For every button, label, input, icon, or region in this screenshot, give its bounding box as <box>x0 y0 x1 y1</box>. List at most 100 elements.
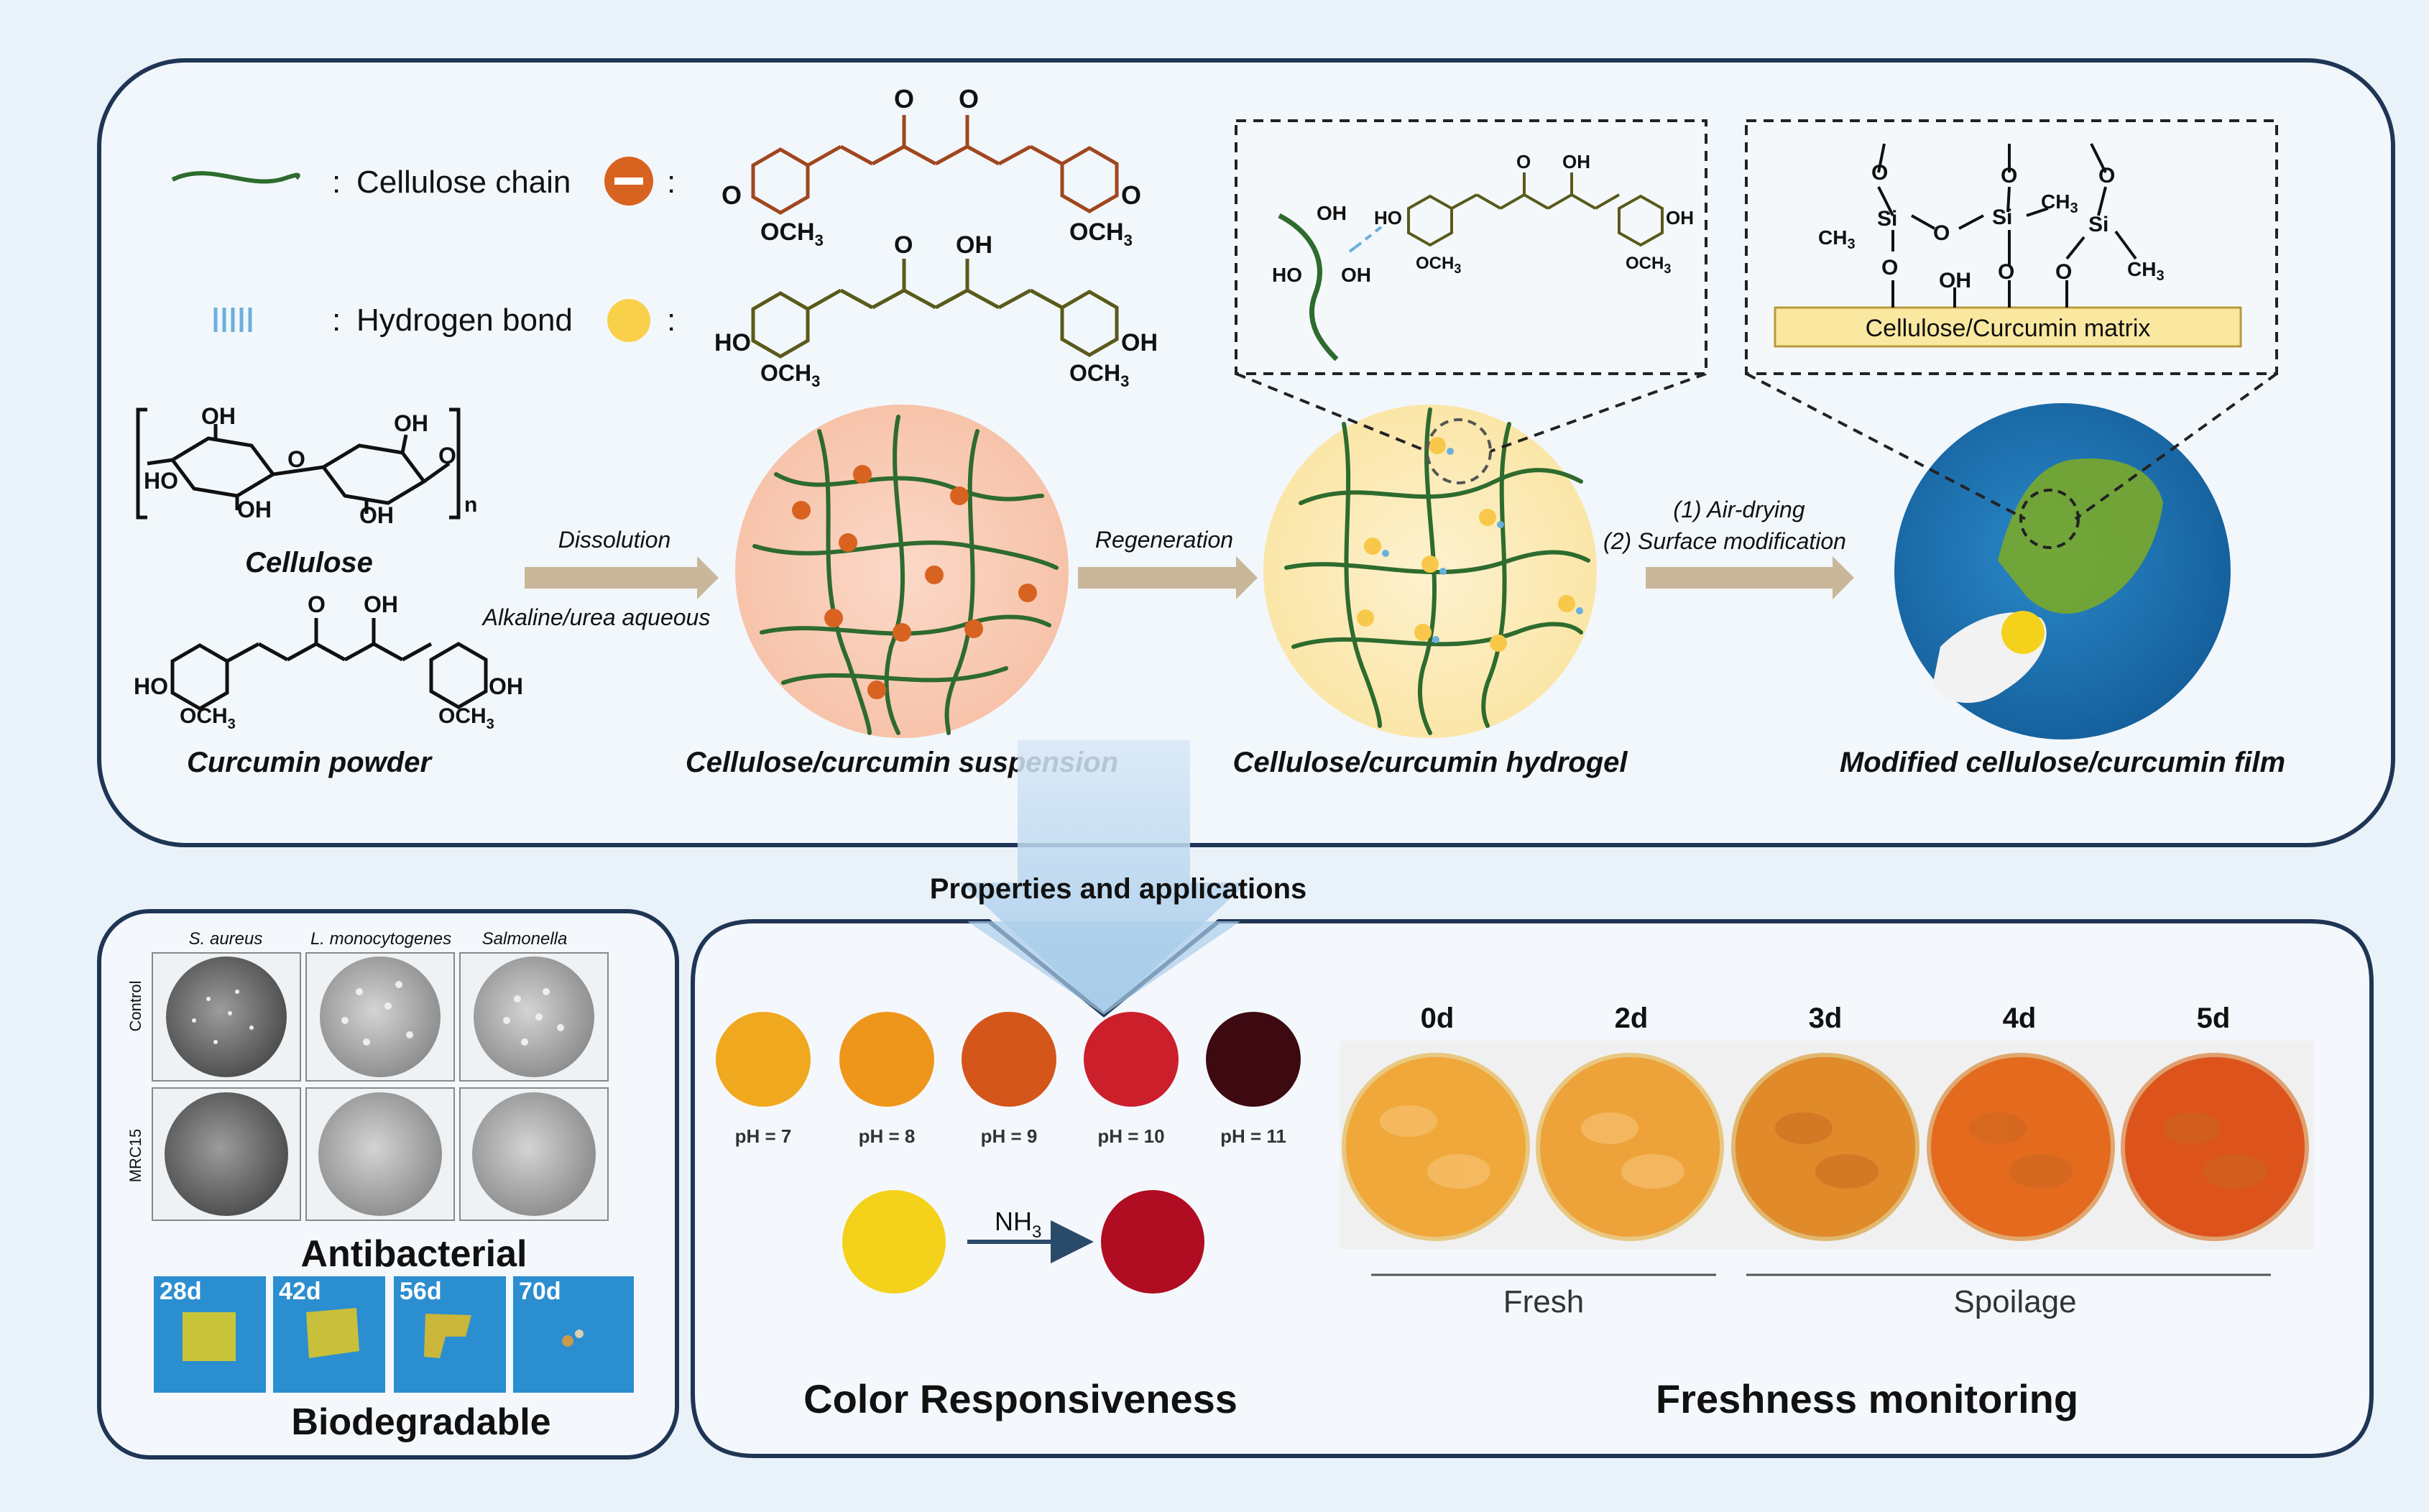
anion-o-label: O <box>894 84 914 114</box>
legend-hydrogen-bond-label: Hydrogen bond <box>356 303 573 338</box>
zoom-ho: HO <box>1272 264 1302 286</box>
ph-label-9: pH = 9 <box>981 1125 1038 1147</box>
silane-ch3-1: CH3 <box>2041 190 2078 216</box>
regeneration-arrow <box>1078 556 1258 599</box>
film-label: Modified cellulose/curcumin film <box>1840 747 2285 778</box>
legend-cellulose-chain-label: Cellulose chain <box>356 165 571 200</box>
cellulose-o-link: O <box>287 446 305 472</box>
dissolution-arrow <box>525 556 719 599</box>
ph-swatch-11 <box>1206 1012 1301 1107</box>
freshness-dishes <box>1342 1053 2309 1241</box>
powder-och3-right: OCH3 <box>438 704 494 732</box>
silane-o-5: O <box>1998 260 2014 284</box>
dish-3d <box>1731 1053 1919 1241</box>
chain-swatch-icon <box>171 171 300 184</box>
cellulose-oh-3: OH <box>237 497 272 522</box>
fresh-day-0: 0d <box>1421 1002 1455 1034</box>
surface-mod-label: (2) Surface modification <box>1603 528 1846 554</box>
matrix-bar <box>1774 306 2242 348</box>
cellulose-label: Cellulose <box>245 547 373 578</box>
fresh-day-2: 2d <box>1615 1002 1649 1034</box>
silane-o-1: O <box>1881 256 1898 280</box>
anion-och3-right: OCH3 <box>1069 218 1133 249</box>
legend-sep-2: : <box>667 165 676 200</box>
film-42d <box>306 1308 359 1358</box>
zoom-och3-left: OCH3 <box>1416 254 1461 276</box>
drying-arrow <box>1646 556 1854 599</box>
suspension-chains <box>752 415 1059 735</box>
film-zoom-circle <box>2019 489 2080 549</box>
neutral-ho-label: HO <box>714 329 751 356</box>
zoom-oh-2: OH <box>1341 264 1371 286</box>
film-zoom-line-right <box>2074 372 2278 520</box>
powder-och3-left: OCH3 <box>180 704 236 732</box>
film-sheet <box>1998 458 2163 614</box>
zoom-curcumin-structure <box>1407 172 1664 247</box>
after-nh3-swatch <box>1101 1190 1204 1294</box>
ph-swatch-9 <box>962 1012 1056 1107</box>
petri-control-1 <box>166 956 287 1077</box>
legend-sep-4: : <box>667 303 676 338</box>
curcumin-anion-structure <box>751 115 1119 215</box>
film-yellow-part <box>2001 611 2045 654</box>
properties-title: Properties and applications <box>930 873 1307 905</box>
degradation-images <box>154 1276 634 1393</box>
petri-grid <box>152 952 609 1221</box>
zoom-och3-right: OCH3 <box>1626 254 1671 276</box>
silane-oh: OH <box>1939 269 1971 292</box>
hydrogel-hbonds <box>1382 448 1583 643</box>
powder-ho: HO <box>134 673 168 699</box>
legend-cellulose-chain: : Cellulose chain : <box>171 157 676 206</box>
bacteria-label-3: Salmonella <box>482 929 568 949</box>
degrade-day-1: 28d <box>160 1278 202 1305</box>
dish-0d <box>1342 1053 1530 1241</box>
neutral-oh-label: OH <box>956 231 992 259</box>
film-70d <box>562 1335 573 1347</box>
zoom-oh-1: OH <box>1317 202 1347 224</box>
zoom-oh-3: OH <box>1562 151 1590 172</box>
fresh-day-3: 3d <box>1809 1002 1843 1034</box>
dish-2d <box>1536 1053 1724 1241</box>
ph-swatch-10 <box>1084 1012 1179 1107</box>
zoom-oh-4: OH <box>1666 207 1694 229</box>
anion-right-o-label: O <box>1121 180 1141 210</box>
hbond-swatch-icon <box>213 308 252 332</box>
degrade-day-2: 42d <box>279 1278 321 1305</box>
nh3-label: NH3 <box>995 1207 1041 1242</box>
fresh-label: Fresh <box>1503 1284 1584 1319</box>
matrix-label: Cellulose/Curcumin matrix <box>1866 315 2151 342</box>
zoom-line-right <box>1490 372 1707 453</box>
silane-ch3-3: CH3 <box>1818 226 1856 252</box>
silane-o-3: O <box>1933 221 1950 245</box>
curcumin-neutral-icon <box>607 299 650 342</box>
petri-mrc15-1 <box>165 1092 288 1216</box>
petri-control-3 <box>474 956 594 1077</box>
curcumin-powder-structure <box>170 618 488 711</box>
color-responsiveness-title: Color Responsiveness <box>803 1376 1237 1421</box>
zoom-chain <box>1278 213 1339 361</box>
cellulose-oh-1: OH <box>201 403 236 429</box>
ph-label-8: pH = 8 <box>859 1125 916 1147</box>
anion-o-minus-label: O <box>959 84 979 114</box>
silane-structure <box>1877 143 2137 308</box>
bacteria-label-2: L. monocytogenes <box>310 929 451 949</box>
legend-sep-1: : <box>332 165 341 200</box>
ph-swatches <box>716 1012 1301 1107</box>
hydrogel-chains <box>1284 407 1590 735</box>
hydrogel-label: Cellulose/curcumin hydrogel <box>1232 747 1628 778</box>
spoilage-label: Spoilage <box>1953 1284 2076 1319</box>
ph-label-10: pH = 10 <box>1097 1125 1164 1147</box>
freshness-title: Freshness monitoring <box>1656 1376 2078 1421</box>
hydrogel-zoom-box <box>1235 119 1707 375</box>
antibacterial-title: Antibacterial <box>301 1233 527 1275</box>
dish-5d <box>2121 1053 2309 1241</box>
ph-label-11: pH = 11 <box>1220 1125 1286 1147</box>
fresh-day-5: 5d <box>2197 1002 2231 1034</box>
cellulose-n: n <box>464 493 477 517</box>
silane-si-1: Si <box>1877 207 1897 231</box>
legend-sep-3: : <box>332 303 341 338</box>
anion-left-o-label: O <box>722 180 742 210</box>
silane-si-3: Si <box>2088 213 2108 236</box>
row-label-mrc15: MRC15 <box>126 1129 144 1183</box>
